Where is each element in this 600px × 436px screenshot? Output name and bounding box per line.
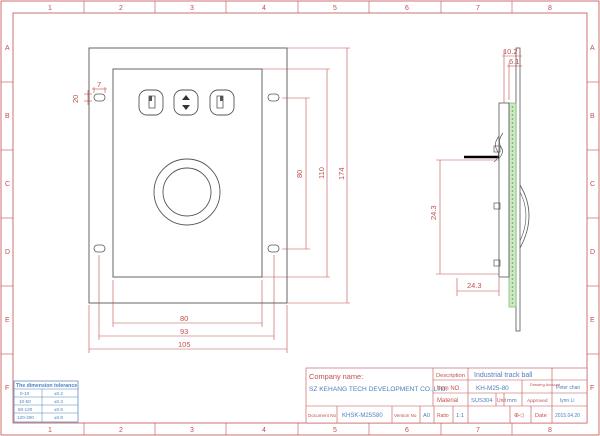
- tolerance-value: ±0.5: [54, 407, 63, 412]
- material-value: SUS304: [471, 398, 493, 404]
- zone-label: B: [5, 113, 10, 120]
- item-value: KH-M25-80: [476, 385, 509, 392]
- zone-label: B: [590, 113, 595, 120]
- unit-value: mm: [507, 398, 517, 404]
- tolerance-title: The dimension tolerance: [16, 383, 77, 389]
- dimension-label: 80: [180, 314, 188, 323]
- material-label: Material: [437, 398, 458, 404]
- zone-label: 3: [190, 5, 194, 12]
- zone-label: C: [590, 181, 595, 188]
- drawing-label: Drawing Account: [530, 382, 561, 387]
- zone-label: 4: [262, 427, 266, 434]
- arrow-down-icon: [182, 105, 190, 110]
- mounting-slot: [93, 93, 106, 102]
- zone-label: D: [5, 249, 10, 256]
- pcb-board: [508, 102, 517, 308]
- approved-label: Approved: [527, 398, 548, 404]
- unit-label: Unit: [497, 398, 507, 404]
- description-value: Industrial track ball: [474, 372, 533, 379]
- tolerance-value: ±0.3: [54, 399, 63, 404]
- approved-value: lynn Li: [560, 398, 574, 404]
- zone-label: C: [5, 181, 10, 188]
- zone-label: A: [590, 45, 595, 52]
- ball-dome: [519, 184, 530, 249]
- zone-label: E: [5, 317, 10, 324]
- version-label: Version No: [394, 413, 417, 418]
- zone-label: 8: [548, 5, 552, 12]
- dimension-label: 174: [337, 167, 346, 180]
- tolerance-range: 0-10: [20, 391, 30, 396]
- dimension-label: 110: [317, 167, 326, 179]
- description-label: Description: [436, 373, 465, 379]
- dimension-label: 6.1: [509, 57, 519, 66]
- side-body: [498, 102, 510, 278]
- zone-label: 3: [190, 427, 194, 434]
- tolerance-range: 50-120: [18, 407, 33, 412]
- zone-label: 4: [262, 5, 266, 12]
- zone-labels-side: A B C D E F A B C D E F: [5, 45, 595, 392]
- ratio-label: Ratio: [437, 413, 449, 419]
- document-label: Document No: [308, 413, 337, 418]
- zone-label: 1: [48, 5, 52, 12]
- left-mouse-button: [138, 89, 164, 116]
- front-view: [88, 47, 288, 304]
- zone-label: D: [590, 249, 595, 256]
- zone-label: 5: [333, 5, 337, 12]
- company-label: Company name:: [309, 372, 363, 381]
- arrow-up-icon: [182, 95, 190, 100]
- drawing-value: Peter chan: [556, 385, 580, 391]
- side-dimensions: [436, 50, 522, 296]
- scroll-button: [173, 89, 199, 116]
- zone-label: 6: [405, 5, 409, 12]
- company-name: SZ KEHANG TECH DEVELOPMENT CO.,LTD.: [309, 386, 448, 393]
- date-value: 2015.04.20: [555, 413, 580, 419]
- dimension-label: 7: [97, 80, 101, 89]
- right-mouse-button: [209, 89, 235, 116]
- version-value: A0: [423, 413, 430, 419]
- dimension-label: 20: [71, 95, 80, 103]
- dimension-label: 80: [295, 170, 304, 178]
- side-faceplate: [515, 47, 521, 332]
- item-label: Item NO.: [437, 386, 461, 392]
- inner-panel-outline: [112, 68, 263, 278]
- zone-label: F: [5, 385, 9, 392]
- zone-label: 6: [405, 427, 409, 434]
- zone-labels-top: 1 2 3 4 5 6 7 8 1 2 3 4 5 6 7 8: [48, 5, 552, 434]
- zone-label: 8: [548, 427, 552, 434]
- mounting-slot: [267, 244, 280, 253]
- zone-label: F: [590, 385, 594, 392]
- projection-symbol-icon: ⊕◁: [514, 413, 524, 419]
- mounting-slot: [93, 244, 106, 253]
- dimension-label: 93: [180, 327, 188, 336]
- tolerance-table: The dimension tolerance 0-10 ±0.2 10-50 …: [13, 380, 79, 423]
- ratio-value: 1:1: [456, 413, 464, 419]
- zone-label: 5: [333, 427, 337, 434]
- zone-label: A: [5, 45, 10, 52]
- zone-label: 7: [476, 5, 480, 12]
- dimension-label: 24.3: [429, 205, 438, 220]
- date-label: Date: [535, 413, 547, 419]
- dimension-label: 105: [178, 340, 191, 349]
- faceplate-outline: [88, 47, 288, 304]
- mounting-slot: [267, 93, 280, 102]
- front-dimensions: [84, 47, 350, 353]
- tolerance-range: 10-50: [19, 399, 31, 404]
- zone-label: 1: [48, 427, 52, 434]
- dimension-label: 10.2: [503, 47, 518, 56]
- zone-label: E: [590, 317, 595, 324]
- document-value: KHSK-M25S80: [342, 413, 383, 419]
- tolerance-range: 120-200: [17, 415, 34, 420]
- zone-label: 2: [119, 5, 123, 12]
- dimension-label: 24.3: [467, 281, 482, 290]
- tolerance-value: ±0.2: [54, 391, 63, 396]
- zone-label: 7: [476, 427, 480, 434]
- title-block: [305, 367, 588, 424]
- tolerance-value: ±0.8: [54, 415, 63, 420]
- zone-label: 2: [119, 427, 123, 434]
- trackball: [153, 158, 221, 226]
